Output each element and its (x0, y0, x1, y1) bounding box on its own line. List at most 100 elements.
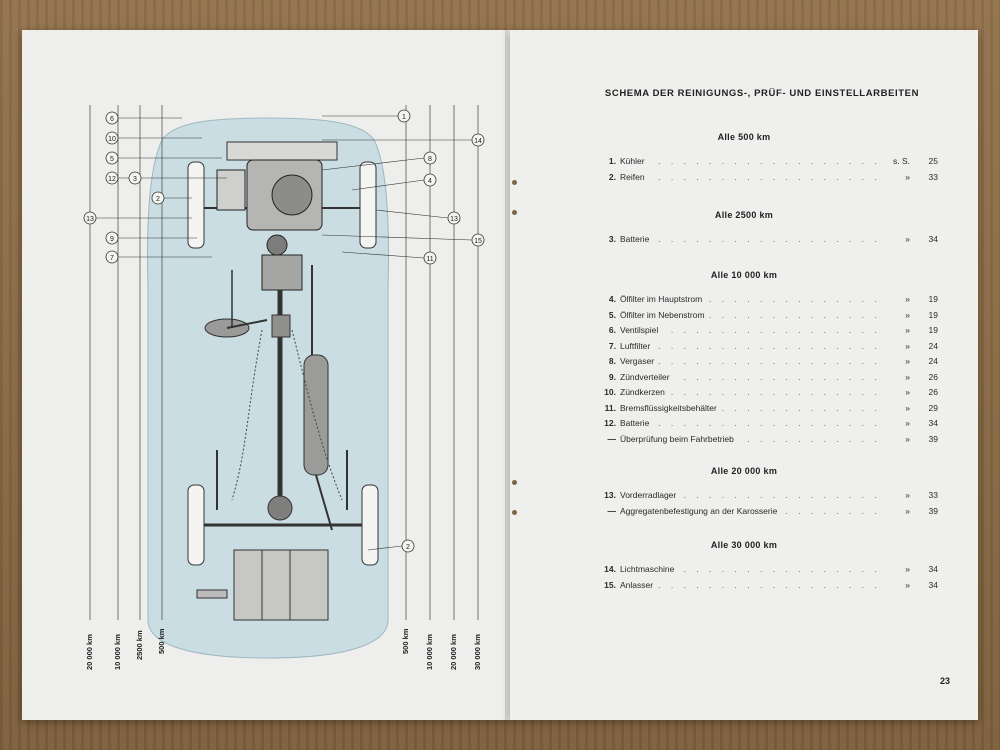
callout-1: 1 (322, 109, 411, 123)
item-number: 3. (608, 234, 616, 244)
item-page: 26 (928, 387, 938, 397)
scale-label-10000-left: 10 000 km (113, 634, 122, 670)
toc-row: 15.. . . . . . . . . . . . . . . . . . .… (550, 579, 938, 594)
left-page: 6 10 5 12 3 2 13 9 7 1 14 8 4 13 15 11 2… (22, 30, 510, 720)
leader-dots: . . . . . . . . . . . . . . . . . . . . … (620, 564, 878, 574)
item-label: Bremsflüssigkeitsbehälter (620, 402, 720, 413)
page-title: SCHEMA DER REINIGUNGS-, PRÜF- UND EINSTE… (604, 88, 920, 99)
leader-dots: . . . . . . . . . . . . . . . . . . . . … (620, 294, 878, 304)
item-page: 25 (928, 156, 938, 166)
callout-3: 3 (128, 171, 142, 185)
toc-row: 11. . . . . . . . . . . . . . . . . . . .… (550, 402, 938, 417)
callout-7: 7 (105, 250, 212, 264)
callout-4: 4 (351, 173, 437, 191)
svg-text:14: 14 (474, 138, 482, 145)
rear-axle (187, 450, 379, 566)
right-page: SCHEMA DER REINIGUNGS-, PRÜF- UND EINSTE… (510, 30, 978, 720)
callout-10: 10 (105, 131, 202, 145)
section-heading: Alle 10 000 km (710, 270, 778, 280)
scale-label-500-right: 500 km (401, 628, 410, 654)
right-callouts: 1 14 8 4 13 15 11 2 (321, 109, 485, 553)
toc-row: 3. . . . . . . . . . . . . . . . . . . . … (550, 234, 938, 248)
leader-dots: . . . . . . . . . . . . . . . . . . . . … (620, 387, 878, 397)
binder-hole (512, 180, 517, 185)
item-label: Zündkerzen (620, 387, 668, 397)
callout-15: 15 (321, 233, 485, 247)
leader-dots: . . . . . . . . . . . . . . . . . . . . … (620, 579, 878, 590)
scale-label-20000-left: 20 000 km (85, 634, 94, 670)
exhaust (303, 265, 333, 531)
item-page: 24 (928, 356, 938, 366)
item-page: 34 (928, 418, 938, 428)
item-number: 12. (604, 418, 616, 428)
item-number: 4. (608, 294, 616, 304)
item-page: 34 (928, 234, 938, 244)
right-scale-lines (405, 105, 479, 620)
item-label: Batterie (620, 418, 653, 428)
svg-text:2: 2 (406, 544, 410, 551)
callout-6: 6 (105, 111, 182, 125)
item-number: 5. (608, 309, 616, 320)
item-number: 9. (608, 371, 616, 382)
engine-block (216, 159, 323, 291)
svg-text:15: 15 (474, 238, 482, 245)
item-number: — (607, 433, 617, 444)
svg-text:6: 6 (110, 116, 114, 123)
callout-8: 8 (321, 151, 437, 171)
item-number: 6. (608, 325, 616, 335)
fuel-tank (196, 549, 329, 621)
leader-dots: . . . . . . . . . . . . . . . . . . . . … (620, 433, 878, 444)
svg-text:13: 13 (86, 216, 94, 223)
item-number: 10. (604, 387, 616, 397)
svg-text:13: 13 (450, 216, 458, 223)
section-heading: Alle 500 km (717, 132, 771, 142)
toc-row: —. . . . . . . . . . . . . . . . . . . .… (550, 433, 938, 448)
scale-label-30000-right: 30 000 km (473, 634, 482, 670)
car-body-outline (147, 117, 390, 659)
item-reference: » (905, 387, 910, 397)
item-reference: » (905, 234, 910, 244)
toc-row: 10. . . . . . . . . . . . . . . . . . . .… (550, 387, 938, 401)
svg-text:1: 1 (402, 114, 406, 121)
left-callouts: 6 10 5 12 3 2 13 9 7 (83, 111, 227, 264)
item-reference: » (905, 564, 910, 574)
item-label: Kühler (620, 156, 648, 166)
item-page: 39 (928, 433, 938, 444)
item-number: 11. (604, 402, 616, 413)
item-page: 34 (928, 579, 938, 590)
leader-dots: . . . . . . . . . . . . . . . . . . . . … (620, 402, 878, 413)
item-reference: s. S. (892, 156, 910, 166)
svg-text:7: 7 (110, 255, 114, 262)
item-page: 33 (928, 490, 938, 500)
item-label: Zündverteiler (620, 371, 673, 382)
item-label: Reifen (620, 171, 648, 182)
item-number: — (607, 505, 617, 516)
toc-row: 2.. . . . . . . . . . . . . . . . . . . … (550, 171, 938, 186)
left-scale-lines (89, 105, 163, 620)
svg-text:2: 2 (156, 196, 160, 203)
item-page: 34 (928, 564, 938, 574)
item-page: 29 (928, 402, 938, 413)
item-page: 19 (928, 325, 938, 335)
brake-lines (231, 329, 343, 501)
toc-row: 7.. . . . . . . . . . . . . . . . . . . … (550, 340, 938, 355)
callout-5: 5 (105, 151, 222, 165)
svg-text:4: 4 (428, 178, 432, 185)
item-reference: » (905, 402, 910, 413)
item-page: 33 (928, 171, 938, 182)
leader-dots: . . . . . . . . . . . . . . . . . . . . … (620, 234, 878, 244)
item-page: 19 (928, 309, 938, 320)
toc-row: 13.. . . . . . . . . . . . . . . . . . .… (550, 490, 938, 504)
item-number: 2. (608, 171, 616, 182)
item-reference: » (905, 325, 910, 335)
callout-14: 14 (322, 133, 485, 147)
callout-13-right: 13 (375, 209, 461, 225)
item-reference: » (905, 309, 910, 320)
chassis-diagram: 6 10 5 12 3 2 13 9 7 1 14 8 4 13 15 11 2 (83, 105, 485, 659)
svg-text:9: 9 (110, 236, 114, 243)
toc-row: 5.. . . . . . . . . . . . . . . . . . . … (550, 309, 938, 324)
binder-hole (512, 510, 517, 515)
item-reference: » (905, 356, 910, 366)
item-reference: » (905, 490, 910, 500)
page-number: 23 (939, 676, 950, 686)
